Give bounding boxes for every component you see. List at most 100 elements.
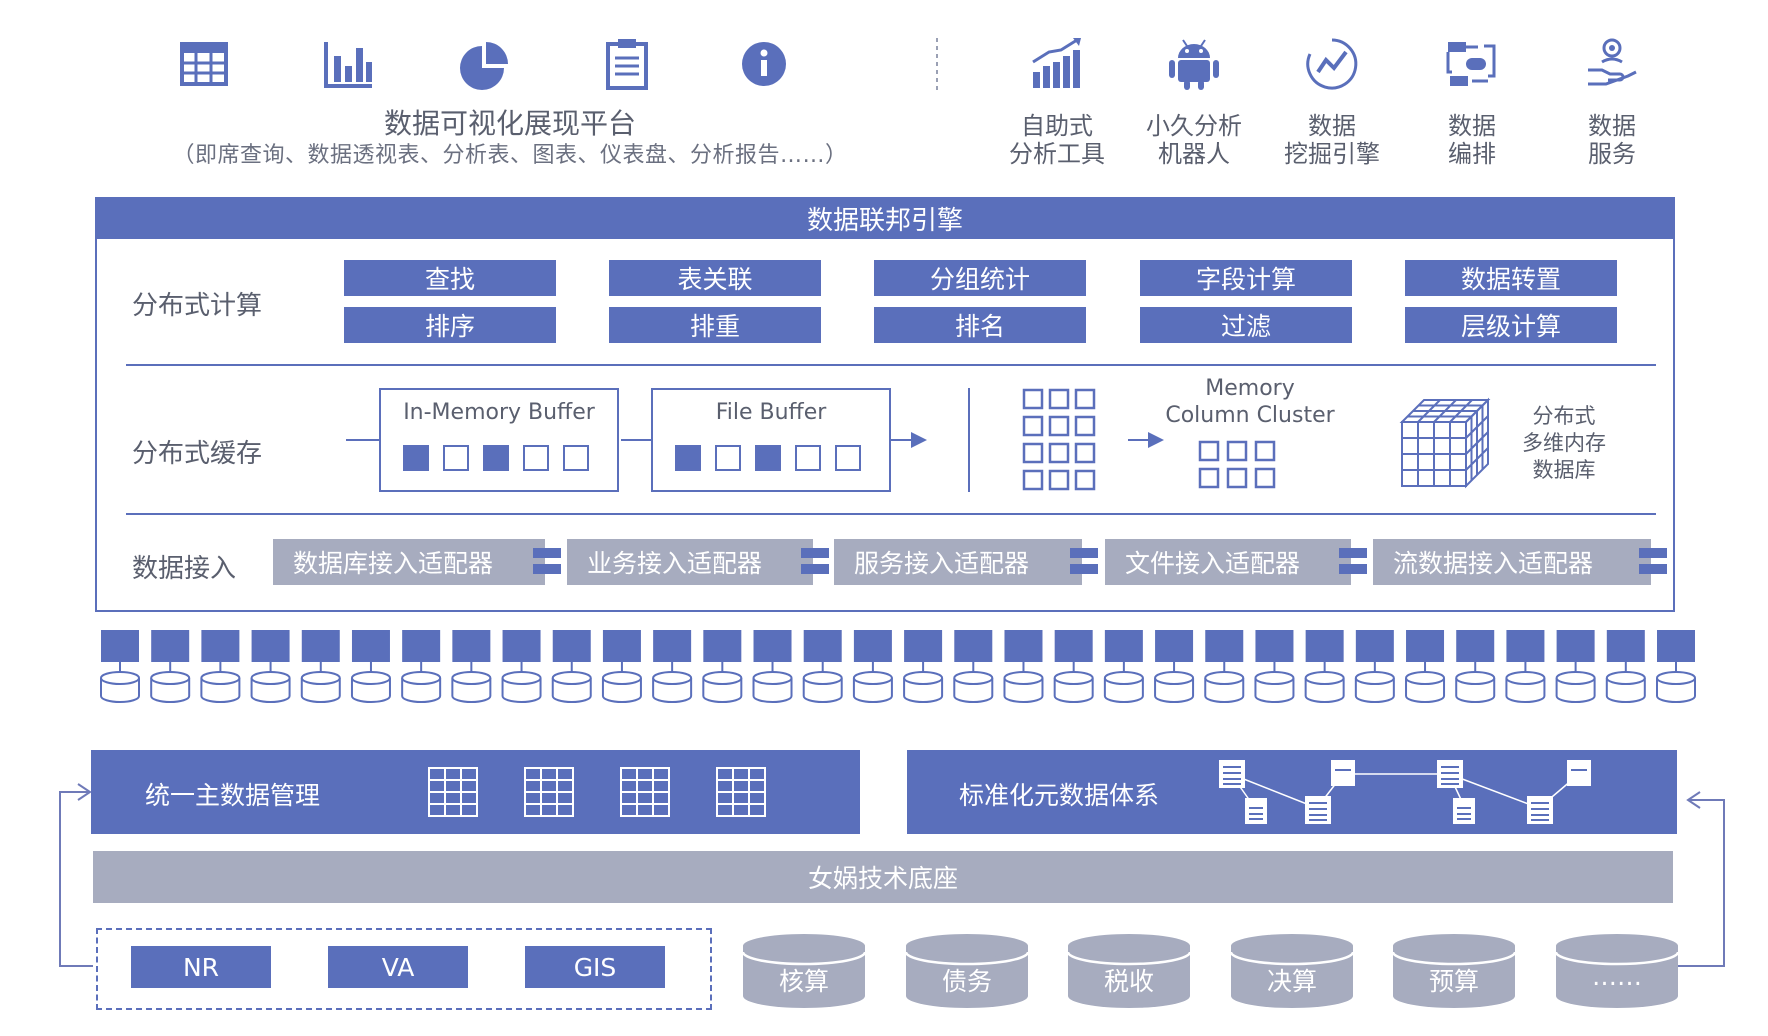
database-cylinder-icon: [953, 662, 994, 703]
tool-label: 小久分析 机器人: [1146, 112, 1242, 168]
table-icons: [428, 767, 766, 817]
compute-node: [351, 630, 390, 662]
compute-node: [653, 630, 692, 662]
arrow-right-icon: [1128, 432, 1164, 448]
platform-title: 数据可视化展现平台: [383, 107, 636, 140]
compute-node: [853, 630, 892, 662]
database-cylinder-icon: [1204, 662, 1245, 703]
compute-op: 排名: [874, 307, 1086, 343]
buffer-block: [755, 445, 781, 471]
compute-node: [803, 630, 842, 662]
connector-icon: [801, 548, 829, 574]
database-cylinder-icon: [1505, 662, 1546, 703]
adapter-label: 流数据接入适配器: [1393, 549, 1594, 578]
orchestration-icon: [1446, 42, 1496, 86]
database-cylinder-icon: [200, 662, 241, 703]
database-label: ……: [1592, 962, 1642, 991]
metadata-panel: 标准化元数据体系: [907, 750, 1677, 834]
database-cylinder-icon: [1656, 662, 1696, 703]
compute-node: [452, 630, 491, 662]
arrow-right-icon: [891, 432, 927, 448]
compute-op: 字段计算: [1140, 260, 1352, 296]
source-va: VA: [328, 946, 468, 988]
database-cylinder-icon: [150, 662, 191, 703]
compute-node: [1054, 630, 1093, 662]
database-label: 预算: [1428, 967, 1479, 996]
database-cylinder-icon: [802, 662, 843, 703]
buffer-block: [835, 445, 861, 471]
database-cylinder-icon: [1405, 662, 1446, 703]
compute-node: [1556, 630, 1595, 662]
metadata-title: 标准化元数据体系: [959, 781, 1160, 810]
memory-column-cluster-label: Memory Column Cluster: [1165, 376, 1335, 428]
compute-node: [1255, 630, 1294, 662]
database-icon: [1229, 934, 1355, 1008]
database-cylinder-icon: [1455, 662, 1496, 703]
adapter-label: 服务接入适配器: [854, 549, 1030, 578]
engine-title: 数据联邦引擎: [95, 197, 1675, 239]
table-icon: [180, 42, 228, 86]
tool-label: 数据 挖掘引擎: [1284, 112, 1380, 168]
database-label: 税收: [1103, 967, 1154, 996]
compute-node: [552, 630, 591, 662]
pie-chart-icon: [460, 42, 508, 90]
growth-chart-icon: [1032, 38, 1081, 88]
database-cylinder-icon: [601, 662, 642, 703]
ingest-label: 数据接入: [132, 554, 237, 584]
nuwa-base: 女娲技术底座: [93, 851, 1673, 903]
compute-node: [602, 630, 641, 662]
clipboard-icon: [606, 39, 648, 90]
database-cylinder-icon: [1154, 662, 1195, 703]
table-icon: [716, 767, 766, 817]
ingest-adapter: 文件接入适配器: [1105, 539, 1351, 585]
column-cluster-icon: [1198, 440, 1276, 489]
android-robot-icon: [1169, 39, 1219, 90]
table-icon: [428, 767, 478, 817]
table-icon: [620, 767, 670, 817]
database-cylinder-icon: [852, 662, 893, 703]
connector-icon: [1339, 548, 1367, 574]
database-cylinder-icon: [752, 662, 793, 703]
compute-op: 过滤: [1140, 307, 1352, 343]
compute-node: [1355, 630, 1394, 662]
compute-op: 排重: [609, 307, 821, 343]
compute-node: [703, 630, 742, 662]
compute-op: 数据转置: [1405, 260, 1617, 296]
ingest-adapter: 数据库接入适配器: [273, 539, 545, 585]
compute-node: [1506, 630, 1545, 662]
compute-node: [1606, 630, 1645, 662]
service-hand-icon: [1588, 38, 1637, 86]
database-cylinder-icon: [1354, 662, 1395, 703]
adapter-label: 业务接入适配器: [587, 549, 763, 578]
database-icon: [1554, 934, 1680, 1008]
separator-1: [126, 364, 1656, 366]
database-cylinder-icon: [300, 662, 341, 703]
compute-node: [1205, 630, 1244, 662]
tool-label: 自助式 分析工具: [1009, 112, 1105, 168]
adapter-label: 文件接入适配器: [1125, 549, 1301, 578]
compute-node: [1155, 630, 1194, 662]
database-cylinder-icon: [501, 662, 542, 703]
in-memory-buffer-title: In-Memory Buffer: [403, 400, 595, 425]
compute-op: 表关联: [609, 260, 821, 296]
buffer-block: [715, 445, 741, 471]
compute-node: [502, 630, 541, 662]
top-divider: [936, 38, 938, 90]
database-cylinder-icon: [350, 662, 391, 703]
info-icon: [742, 42, 786, 86]
platform-subtitle: （即席查询、数据透视表、分析表、图表、仪表盘、分析报告……）: [172, 143, 848, 168]
separator-2: [126, 513, 1656, 515]
database-cylinder-icon: [1254, 662, 1295, 703]
compute-node: [101, 630, 139, 662]
compute-node: [402, 630, 441, 662]
database-cylinder-icon: [1053, 662, 1094, 703]
master-data-title: 统一主数据管理: [145, 781, 321, 810]
compute-node: [1004, 630, 1043, 662]
database-label: 决算: [1266, 967, 1317, 996]
adapter-label: 数据库接入适配器: [293, 549, 494, 578]
database-icon: [1391, 934, 1517, 1008]
master-data-panel: 统一主数据管理: [91, 750, 860, 834]
buffer-block: [675, 445, 701, 471]
